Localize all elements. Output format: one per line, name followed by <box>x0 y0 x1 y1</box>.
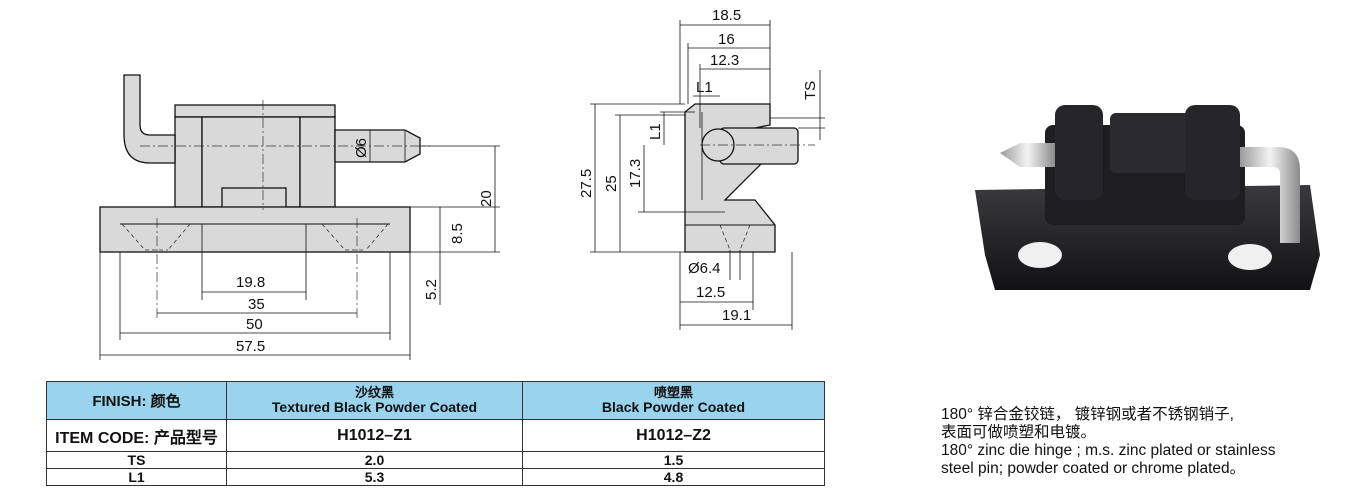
item-code-2: H1012–Z2 <box>522 419 825 452</box>
dim-ts: TS <box>802 81 819 100</box>
finish-label: FINISH: 颜色 <box>92 393 181 410</box>
dim-h85: 8.5 <box>449 223 466 244</box>
side-view-drawing: 18.5 16 12.3 L1 TS L1 27.5 25 17.3 Ø6.4 … <box>578 7 825 330</box>
photo-l-pin <box>1240 147 1300 243</box>
dim-h52: 5.2 <box>423 279 440 300</box>
table-row-item-code: ITEM CODE: 产品型号 H1012–Z1 H1012–Z2 <box>46 419 825 452</box>
front-right-knuckle <box>299 116 336 208</box>
table-row-ts: TS 2.0 1.5 <box>46 451 825 469</box>
desc-cn-line2: 表面可做喷塑和电镀。 <box>941 424 1097 441</box>
dim-h25: 25 <box>603 175 620 192</box>
finish-label-cell: FINISH: 颜色 <box>46 381 227 420</box>
product-description: 180° 锌合金铰链， 镀锌钢或者不锈钢销子, 表面可做喷塑和电镀。 180° … <box>941 406 1361 478</box>
right-countersink <box>321 223 389 251</box>
photo-pin-tip <box>1000 143 1055 167</box>
dim-l1-top: L1 <box>696 79 713 96</box>
finish-col1-en: Textured Black Powder Coated <box>271 399 478 415</box>
front-left-knuckle <box>174 116 203 208</box>
dim-w185: 18.5 <box>712 7 741 24</box>
photo-hole-left <box>1018 242 1062 268</box>
dim-h173: 17.3 <box>627 159 644 188</box>
dim-w123: 12.3 <box>710 52 739 69</box>
dim-w50: 50 <box>246 316 263 333</box>
front-top-cap <box>174 104 336 118</box>
finish-col2-cell: 喷塑黑 Black Powder Coated <box>522 381 825 420</box>
finish-col2-cn: 喷塑黑 <box>653 385 693 400</box>
item-code-1: H1012–Z1 <box>226 419 523 452</box>
ts-label: TS <box>46 451 227 469</box>
dim-w575: 57.5 <box>236 338 265 355</box>
table-row-l1: L1 5.3 4.8 <box>46 468 825 486</box>
front-view-drawing: Ø6 20 8.5 5.2 19.8 35 50 57.5 <box>99 74 500 360</box>
dim-w35: 35 <box>248 296 265 313</box>
desc-en-line2: steel pin; powder coated or chrome plate… <box>941 460 1246 477</box>
dim-w16: 16 <box>718 31 735 48</box>
front-base-plate <box>99 206 411 253</box>
desc-cn-line1: 180° 锌合金铰链， 镀锌钢或者不锈钢销子, <box>941 406 1234 423</box>
ts-value-1: 2.0 <box>226 451 523 469</box>
finish-col2-en: Black Powder Coated <box>601 399 746 415</box>
photo-left-knuckle <box>1055 105 1103 200</box>
desc-en-line1: 180° zinc die hinge ; m.s. zinc plated o… <box>941 442 1276 459</box>
side-body <box>684 103 776 253</box>
finish-col1-cn: 沙纹黑 <box>354 385 394 400</box>
spec-table: FINISH: 颜色 沙纹黑 Textured Black Powder Coa… <box>46 381 825 486</box>
l1-value-2: 4.8 <box>522 468 825 486</box>
front-l-pin <box>123 74 176 164</box>
dim-w198: 19.8 <box>236 274 265 291</box>
photo-right-knuckle <box>1185 105 1240 200</box>
left-countersink <box>121 223 191 251</box>
dim-w191: 19.1 <box>722 307 751 324</box>
finish-col1-cell: 沙纹黑 Textured Black Powder Coated <box>226 381 523 420</box>
product-photo <box>975 105 1320 290</box>
photo-center-knuckle <box>1110 113 1190 173</box>
table-header-row: FINISH: 颜色 沙纹黑 Textured Black Powder Coa… <box>46 381 825 420</box>
dim-w125: 12.5 <box>696 284 725 301</box>
l1-value-1: 5.3 <box>226 468 523 486</box>
dim-d64: Ø6.4 <box>688 260 721 277</box>
item-code-label: ITEM CODE: 产品型号 <box>46 419 227 452</box>
photo-hole-right <box>1228 244 1272 270</box>
ts-value-2: 1.5 <box>522 451 825 469</box>
dim-h275: 27.5 <box>578 169 595 198</box>
dim-h20: 20 <box>478 190 495 207</box>
dim-d6: Ø6 <box>353 138 370 158</box>
l1-label: L1 <box>46 468 227 486</box>
side-countersink <box>719 224 751 251</box>
dim-l1-side: L1 <box>647 123 664 140</box>
